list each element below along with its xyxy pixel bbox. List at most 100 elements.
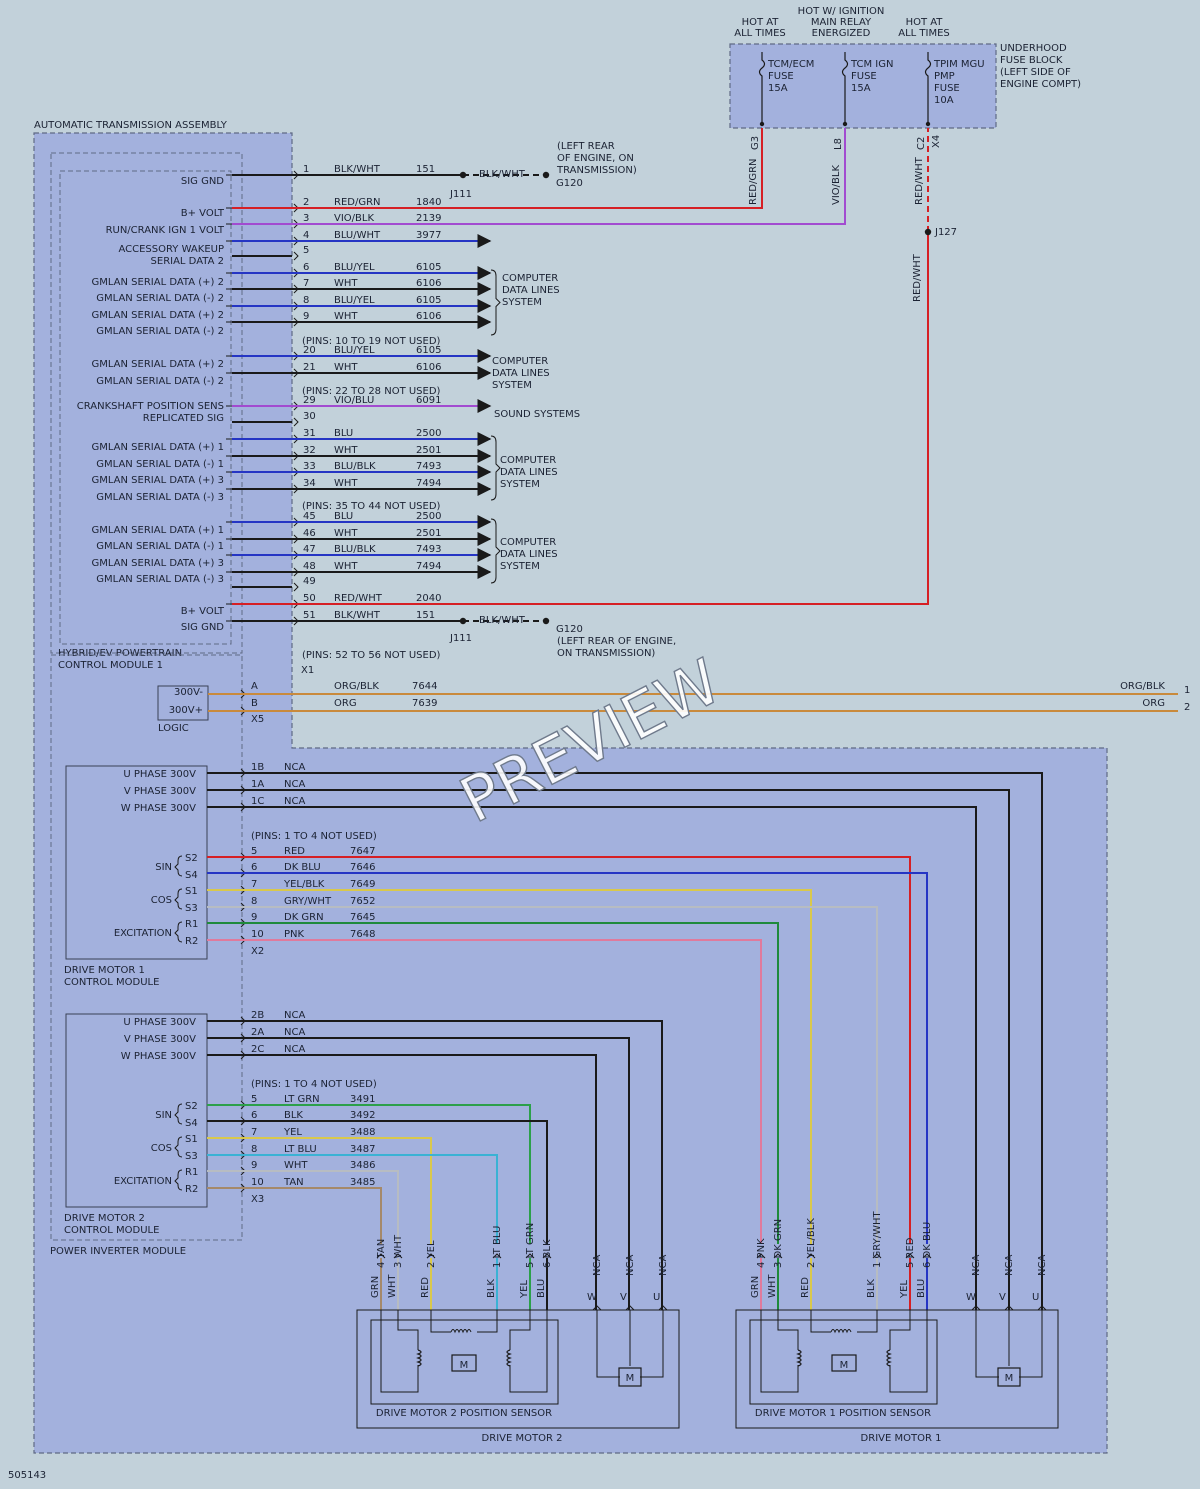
- x1-pin-34-number: 34: [303, 478, 316, 489]
- x1-pin-7-color: WHT: [334, 278, 358, 289]
- fuse-wire-color-2: VIO/BLK: [831, 165, 842, 205]
- dm1-coil-right: [886, 1349, 892, 1367]
- dm2cm-connector-label: X3: [251, 1194, 264, 1205]
- hot-at-all-times-left-2: ALL TIMES: [734, 28, 786, 39]
- x1-pin-6-circuit: 6105: [416, 262, 441, 273]
- fuse-wire-color-1: RED/GRN: [748, 158, 759, 205]
- dm1-upper-label-5: 5 RED: [905, 1237, 916, 1268]
- dm2-phase-upper-1: NCA: [592, 1255, 603, 1276]
- dm2-phase-wiring: [596, 1310, 664, 1378]
- x1-pin-51-ground-dot: [542, 617, 550, 625]
- dm2cm-sig-10-number: 10: [251, 1177, 264, 1188]
- hpcm-label-19: GMLAN SERIAL DATA (-) 1: [96, 541, 224, 552]
- hpcm-label-5: SERIAL DATA 2: [151, 256, 224, 267]
- x1-pin-6-color: BLU/YEL: [334, 262, 375, 273]
- dm1-sensor-rotor: [831, 1354, 857, 1372]
- dm2-upper-chevron-6: [542, 1253, 552, 1259]
- dm2cm-label-1: U PHASE 300V: [123, 1017, 196, 1028]
- logic-300v-plus: 300V+: [169, 705, 203, 716]
- x1-pin-5-chevron: [293, 251, 299, 261]
- hpcm-module-label-2: CONTROL MODULE 1: [58, 660, 163, 671]
- x1-pin-49-number: 49: [303, 576, 316, 587]
- assembly-label: AUTOMATIC TRANSMISSION ASSEMBLY: [34, 120, 228, 131]
- x1-pin-47-number: 47: [303, 544, 316, 555]
- dm2cm-sig-7-circuit: 3488: [350, 1127, 375, 1138]
- dm1-upper-label-4: 1 GRY/WHT: [872, 1211, 883, 1268]
- x1-pin-47-color: BLU/BLK: [334, 544, 376, 555]
- x1-note-pins-35-44: (PINS: 35 TO 44 NOT USED): [302, 501, 441, 512]
- x1-pin-5-number: 5: [303, 245, 309, 256]
- x1-pin-46-circuit: 2501: [416, 528, 441, 539]
- hpcm-label-3: RUN/CRANK IGN 1 VOLT: [106, 225, 225, 236]
- dm1-upper-chevron-5: [905, 1253, 915, 1259]
- dm2cm-sig-5-color: LT GRN: [284, 1094, 320, 1105]
- dm1-phase-chevron-1: [971, 1305, 981, 1311]
- dm2-phase-upper-2: NCA: [625, 1255, 636, 1276]
- x1-pin-51-circuit: 151: [416, 610, 435, 621]
- dm2-phase-lower-2: V: [620, 1292, 627, 1303]
- dm1-phase-chevron-2: [1004, 1305, 1014, 1311]
- dm1-control-module-box: [65, 765, 208, 960]
- dm2-upper-chevron-3: [426, 1253, 436, 1259]
- dm2-lower-label-6: BLU: [536, 1279, 547, 1298]
- dm1-lower-label-4: BLK: [866, 1279, 877, 1298]
- dm1-phase-wiring: [975, 1310, 1043, 1378]
- dm2cm-sig-8-wire: [207, 1154, 498, 1244]
- fuse-label-3-1: TPIM MGU: [933, 59, 985, 70]
- dm1cm-sig-7-number: 7: [251, 879, 257, 890]
- fuse-symbol-3: [924, 52, 932, 124]
- hpcm-label-1: SIG GND: [181, 176, 224, 187]
- dm1-phase-upper-3: NCA: [1037, 1255, 1048, 1276]
- dm2-upper-chevron-4: [492, 1253, 502, 1259]
- dm2-upper-chevron-5: [525, 1253, 535, 1259]
- hpcm-label-14: GMLAN SERIAL DATA (+) 1: [92, 442, 225, 453]
- x1-pin-34-color: WHT: [334, 478, 358, 489]
- x5-connector-label: X5: [251, 714, 264, 725]
- x1-pin-20-number: 20: [303, 345, 316, 356]
- document-number: 505143: [8, 1470, 46, 1481]
- dm1-sensor-rotor-m: M: [840, 1360, 849, 1371]
- dm1-outer-box: [735, 1309, 1059, 1429]
- dm2cm-coil-pin-S3: S3: [185, 1151, 198, 1162]
- x1-pin-32-color: WHT: [334, 445, 358, 456]
- dm1cm-sig-10-wire: [207, 939, 762, 1244]
- dm1-sensor-box: [749, 1319, 938, 1405]
- dm2-coil-left-wiring: [380, 1310, 419, 1393]
- fuse-wire-color-3: RED/WHT: [914, 156, 925, 205]
- x1-pin-51-splice-dot: [459, 617, 467, 625]
- dm2cm-label-3: W PHASE 300V: [121, 1051, 196, 1062]
- hpcm-label-2: B+ VOLT: [181, 208, 225, 219]
- dm1cm-sig-5-color: RED: [284, 846, 305, 857]
- dm2-phase-lower-1: W: [587, 1292, 597, 1303]
- dm1cm-sig-9-number: 9: [251, 912, 257, 923]
- fuse-label-1-3: 15A: [768, 83, 788, 94]
- x1-pin-30-number: 30: [303, 411, 316, 422]
- x1-pin-20-circuit: 6105: [416, 345, 441, 356]
- dm1-coil-left-wiring: [760, 1310, 799, 1393]
- x1-pin-29-color: VIO/BLU: [334, 395, 374, 406]
- x1-pin-32-number: 32: [303, 445, 316, 456]
- x1-pin-33-number: 33: [303, 461, 316, 472]
- x5-pin-A-circuit: 7644: [412, 681, 437, 692]
- x1-pin-2-circuit: 1840: [416, 197, 441, 208]
- dm2cm-phase-2C-wire: [207, 1054, 597, 1310]
- dm1cm-sig-5-wire: [207, 856, 911, 1244]
- x1-pin-3-number: 3: [303, 213, 309, 224]
- hpcm-label-11: GMLAN SERIAL DATA (-) 2: [96, 376, 224, 387]
- dm1cm-phase-1B-color: NCA: [284, 762, 305, 773]
- dm1-lower-label-3: RED: [800, 1277, 811, 1298]
- dm2-motor-symbol: [618, 1367, 642, 1387]
- dm1cm-phase-1B-wire: [207, 772, 1043, 1310]
- x1-pin-30-chevron: [293, 417, 299, 427]
- logic-box: [157, 685, 209, 721]
- dm1cm-label-3: W PHASE 300V: [121, 803, 196, 814]
- ground-bottom-g120: G120: [556, 624, 583, 635]
- dm2cm-sig-9-wire: [207, 1170, 399, 1244]
- dm1-phase-lower-2: V: [999, 1292, 1006, 1303]
- dm2cm-sig-5-circuit: 3491: [350, 1094, 375, 1105]
- dm2-phase-chevron-2: [625, 1305, 635, 1311]
- sound-systems-label: SOUND SYSTEMS: [494, 409, 580, 420]
- dm1-lower-label-6: BLU: [916, 1279, 927, 1298]
- dm1cm-phase-1B-number: 1B: [251, 762, 264, 773]
